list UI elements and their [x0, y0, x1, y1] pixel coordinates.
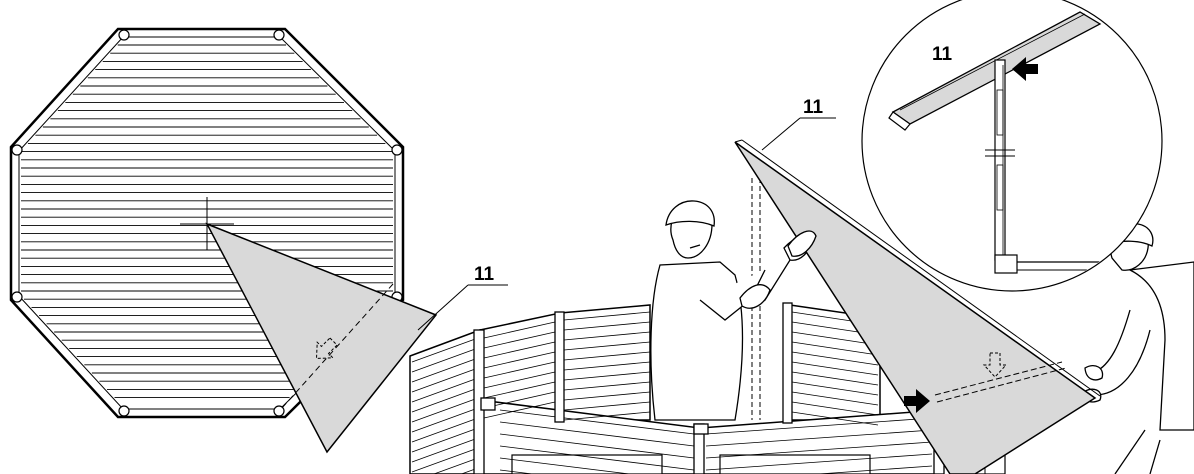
callout-label-11-plan: 11 [474, 264, 495, 285]
callout-label-11-detail: 11 [932, 44, 953, 65]
arrow-right-icon [904, 389, 930, 413]
outline-arrow-icon [315, 337, 338, 360]
corner-posts [11, 29, 403, 417]
wall-board-lines [411, 311, 933, 474]
worker-right [1083, 223, 1194, 474]
plan-roof-panel [205, 222, 438, 454]
arrow-left-icon [1012, 57, 1038, 81]
outline-arrow-icon-panel [982, 352, 1008, 378]
worker-hand [787, 230, 817, 257]
roof-board-lines [21, 44, 393, 399]
callout-label-11-install: 11 [803, 97, 824, 118]
roof-panel-11 [734, 139, 1101, 474]
detail-view: 11 [861, 0, 1163, 292]
plan-callout: 11 [417, 264, 508, 331]
install-callout: 11 [761, 97, 836, 151]
